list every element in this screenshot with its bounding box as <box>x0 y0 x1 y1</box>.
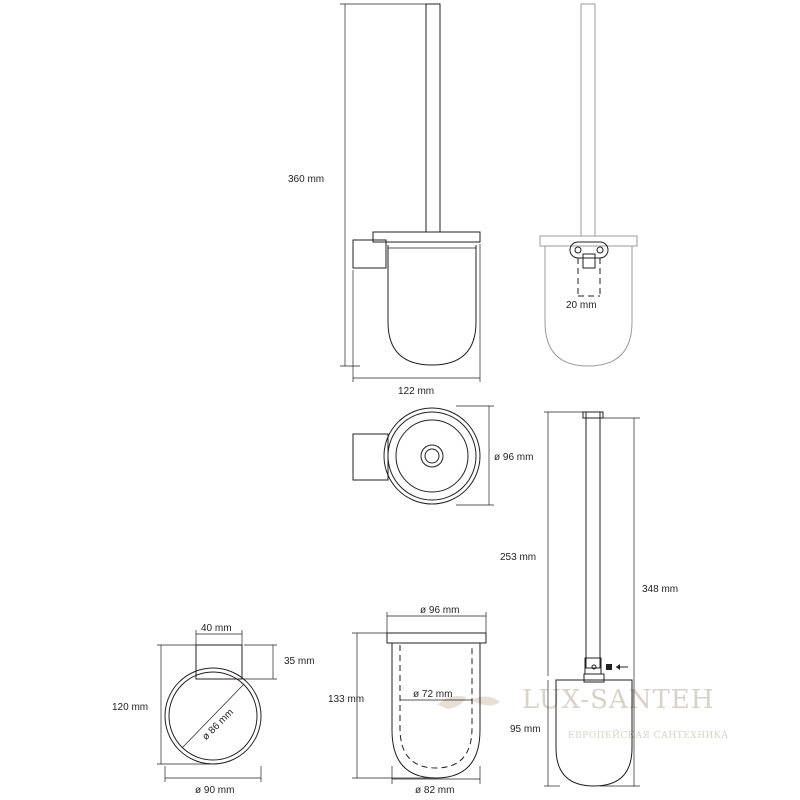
dim-20: 20 mm <box>566 300 597 311</box>
top-view: ø 96 mm <box>352 405 533 506</box>
dim-95: 95 mm <box>510 724 541 735</box>
watermark: LUX-SANTEH ЕВРОПЕЙСКАЯ САНТЕХНИКА <box>438 685 729 741</box>
watermark-subtitle: ЕВРОПЕЙСКАЯ САНТЕХНИКА <box>568 729 729 741</box>
dim-360: 360 mm <box>288 174 324 185</box>
dim-120: 120 mm <box>112 702 148 713</box>
dim-133: 133 mm <box>328 694 364 705</box>
dim-348: 348 mm <box>642 584 678 595</box>
dim-96-top: ø 96 mm <box>494 452 533 463</box>
side-view: 360 mm 122 mm <box>288 3 481 397</box>
wall-mount-view: 40 mm 35 mm 120 mm ø 86 mm ø 90 mm <box>112 623 315 796</box>
watermark-title: LUX-SANTEH <box>522 685 714 715</box>
dim-82: ø 82 mm <box>415 785 454 796</box>
dim-253: 253 mm <box>500 552 536 563</box>
dim-72: ø 72 mm <box>413 689 452 700</box>
dim-122: 122 mm <box>398 386 434 397</box>
dim-90: ø 90 mm <box>195 785 234 796</box>
dim-86: ø 86 mm <box>200 707 236 743</box>
cup-view: ø 96 mm 133 mm ø 72 mm ø 82 mm <box>328 605 487 796</box>
back-view: 20 mm <box>539 3 638 367</box>
dim-35: 35 mm <box>284 656 315 667</box>
dim-40: 40 mm <box>201 623 232 634</box>
dim-cup-96: ø 96 mm <box>420 605 459 616</box>
brush-view: 253 mm 348 mm 95 mm <box>500 411 678 787</box>
